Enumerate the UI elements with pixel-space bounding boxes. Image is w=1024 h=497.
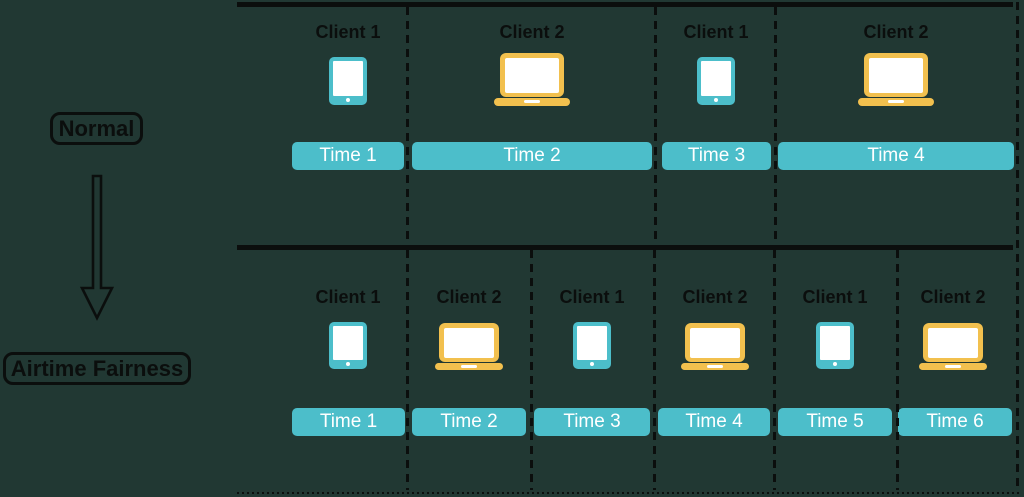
laptop-notch: [524, 100, 540, 103]
tablet-screen: [577, 326, 607, 360]
column-divider-dashed: [406, 250, 409, 490]
laptop-base: [435, 363, 503, 370]
laptop-screen: [923, 323, 983, 362]
laptop-base: [494, 98, 570, 106]
tablet-icon: [329, 57, 367, 105]
column-divider-dashed: [653, 250, 656, 490]
time-slot-bar: Time 2: [412, 142, 652, 170]
laptop-icon: [858, 53, 934, 106]
tablet-home-button: [346, 362, 350, 366]
top-boundary-line: [237, 2, 1013, 7]
time-slot-bar: Time 6: [898, 408, 1012, 436]
laptop-notch: [888, 100, 904, 103]
column-divider-dashed: [773, 250, 776, 490]
time-slot-bar: Time 1: [292, 408, 405, 436]
normal-label: Normal: [50, 112, 143, 145]
client-label: Client 1: [315, 22, 381, 42]
tablet-screen: [333, 326, 363, 360]
tablet-icon: [329, 322, 367, 369]
laptop-icon: [435, 323, 503, 370]
client-label: Client 1: [683, 22, 749, 42]
time-slot-bar: Time 4: [658, 408, 770, 436]
laptop-notch: [707, 365, 723, 368]
airtime-fairness-label: Airtime Fairness: [3, 352, 191, 385]
laptop-screen-inner: [690, 328, 740, 358]
tablet-screen: [333, 61, 363, 96]
laptop-base: [858, 98, 934, 106]
client-label: Client 1: [559, 287, 625, 307]
client-label: Client 1: [802, 287, 868, 307]
client-label: Client 2: [920, 287, 986, 307]
time-slot-bar: Time 3: [534, 408, 650, 436]
client-label: Client 2: [499, 22, 565, 42]
tablet-home-button: [833, 362, 837, 366]
tablet-icon: [816, 322, 854, 369]
column-divider-dashed: [654, 7, 657, 245]
time-slot-bar: Time 3: [662, 142, 771, 170]
time-slot-bar: Time 4: [778, 142, 1014, 170]
tablet-icon: [573, 322, 611, 369]
laptop-base: [919, 363, 987, 370]
client-label: Client 2: [863, 22, 929, 42]
laptop-base: [681, 363, 749, 370]
laptop-screen: [500, 53, 564, 97]
row-divider-line: [237, 245, 1013, 250]
column-divider-dashed: [774, 7, 777, 245]
laptop-screen-inner: [505, 58, 559, 93]
tablet-screen: [701, 61, 731, 96]
laptop-icon: [681, 323, 749, 370]
laptop-notch: [461, 365, 477, 368]
tablet-home-button: [346, 98, 350, 102]
laptop-icon: [919, 323, 987, 370]
time-slot-bar: Time 1: [292, 142, 404, 170]
laptop-screen: [439, 323, 499, 362]
client-label: Client 1: [315, 287, 381, 307]
down-arrow-icon: [79, 174, 115, 321]
bottom-boundary-dotted-line: [237, 492, 1022, 494]
tablet-home-button: [590, 362, 594, 366]
column-divider-dashed: [530, 250, 533, 490]
laptop-screen-inner: [869, 58, 923, 93]
tablet-icon: [697, 57, 735, 105]
column-divider-dashed: [406, 7, 409, 245]
laptop-screen-inner: [444, 328, 494, 358]
tablet-home-button: [714, 98, 718, 102]
laptop-icon: [494, 53, 570, 106]
client-label: Client 2: [436, 287, 502, 307]
client-label: Client 2: [682, 287, 748, 307]
column-divider-dashed: [896, 250, 899, 490]
time-slot-bar: Time 5: [778, 408, 892, 436]
laptop-screen-inner: [928, 328, 978, 358]
laptop-screen: [864, 53, 928, 97]
tablet-screen: [820, 326, 850, 360]
laptop-screen: [685, 323, 745, 362]
laptop-notch: [945, 365, 961, 368]
right-edge-dashed-line: [1016, 2, 1019, 492]
time-slot-bar: Time 2: [412, 408, 526, 436]
